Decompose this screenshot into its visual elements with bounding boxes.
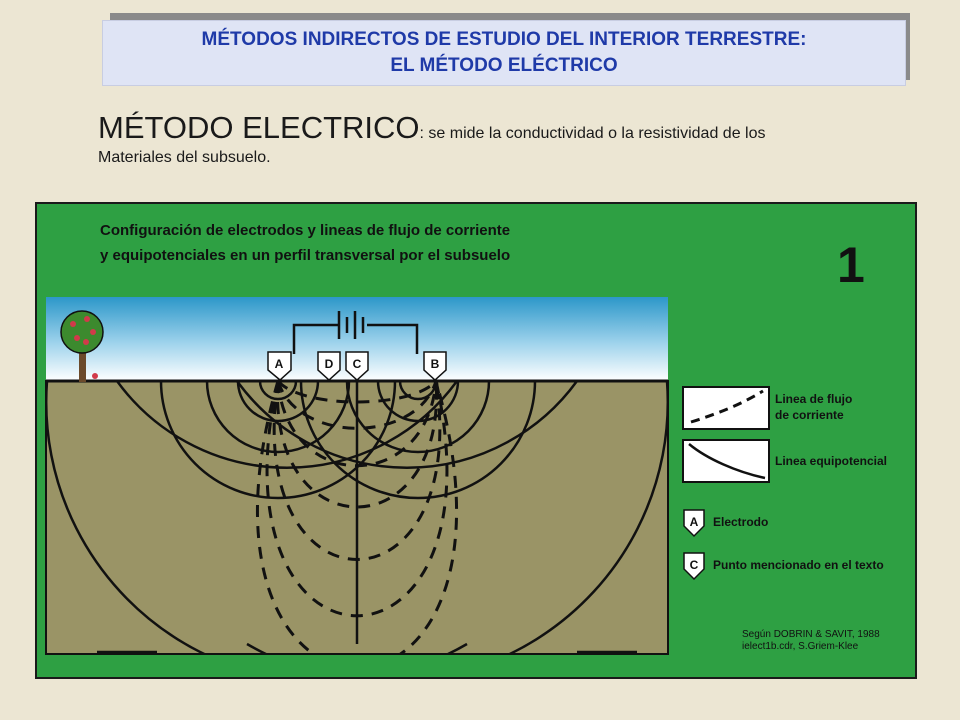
credit-line1: Según DOBRIN & SAVIT, 1988 bbox=[742, 629, 880, 640]
legend-current-flow: Linea de flujo de corriente bbox=[682, 386, 852, 430]
figure-caption-line2: y equipotenciales en un perfil transvers… bbox=[100, 247, 510, 264]
tree-icon bbox=[60, 310, 104, 382]
battery-circuit bbox=[292, 311, 419, 354]
electrode-b-label: B bbox=[431, 357, 440, 371]
legend-electrode: A Electrodo bbox=[683, 509, 768, 538]
slide-title-line1: MÉTODOS INDIRECTOS DE ESTUDIO DEL INTERI… bbox=[201, 29, 807, 50]
credit-line2: ielect1b.cdr, S.Griem-Klee bbox=[742, 641, 859, 652]
slide-title-line2: EL MÉTODO ELÉCTRICO bbox=[390, 55, 618, 76]
electrode-d-label: D bbox=[325, 357, 334, 371]
legend-current-flow-line2: de corriente bbox=[775, 408, 844, 422]
field-lines bbox=[46, 381, 668, 654]
legend-equipotential: Linea equipotencial bbox=[682, 439, 887, 483]
intro-text-2: Materiales del subsuelo. bbox=[98, 149, 271, 166]
legend-point: C Punto mencionado en el texto bbox=[683, 552, 884, 581]
legend-electrode-label: Electrodo bbox=[713, 515, 768, 529]
intro-text-1: : se mide la conductividad o la resistiv… bbox=[419, 125, 766, 142]
slide-title: MÉTODOS INDIRECTOS DE ESTUDIO DEL INTERI… bbox=[102, 20, 906, 86]
current-flow-lines bbox=[256, 381, 458, 654]
figure-number: 1 bbox=[837, 237, 865, 293]
figure-caption-line1: Configuración de electrodos y lineas de … bbox=[100, 222, 510, 239]
legend-current-flow-line1: Linea de flujo bbox=[775, 392, 852, 406]
equipotential-lines bbox=[46, 381, 668, 654]
electrode-c: C bbox=[345, 351, 369, 382]
electrode-c-label: C bbox=[353, 357, 362, 371]
legend-equipotential-label: Linea equipotencial bbox=[775, 454, 887, 468]
electrode-d: D bbox=[317, 351, 341, 382]
dashed-line-icon bbox=[690, 389, 764, 424]
legend: Linea de flujo de corriente Linea equipo… bbox=[682, 386, 887, 581]
solid-line-icon bbox=[688, 443, 766, 480]
legend-current-flow-swatch bbox=[682, 386, 770, 430]
electrode-a-label: A bbox=[275, 357, 284, 371]
legend-point-label: Punto mencionado en el texto bbox=[713, 558, 884, 572]
diagram-svg: Configuración de electrodos y lineas de … bbox=[45, 222, 887, 655]
intro-heading: MÉTODO ELECTRICO bbox=[98, 110, 420, 145]
legend-point-symbol: C bbox=[690, 558, 699, 572]
diagram-figure: Configuración de electrodos y lineas de … bbox=[35, 202, 917, 679]
legend-electrode-symbol: A bbox=[690, 515, 699, 529]
electrode-b: B bbox=[423, 351, 447, 382]
intro-paragraph: MÉTODO ELECTRICO: se mide la conductivid… bbox=[98, 110, 918, 169]
electrode-a: A bbox=[267, 351, 292, 381]
